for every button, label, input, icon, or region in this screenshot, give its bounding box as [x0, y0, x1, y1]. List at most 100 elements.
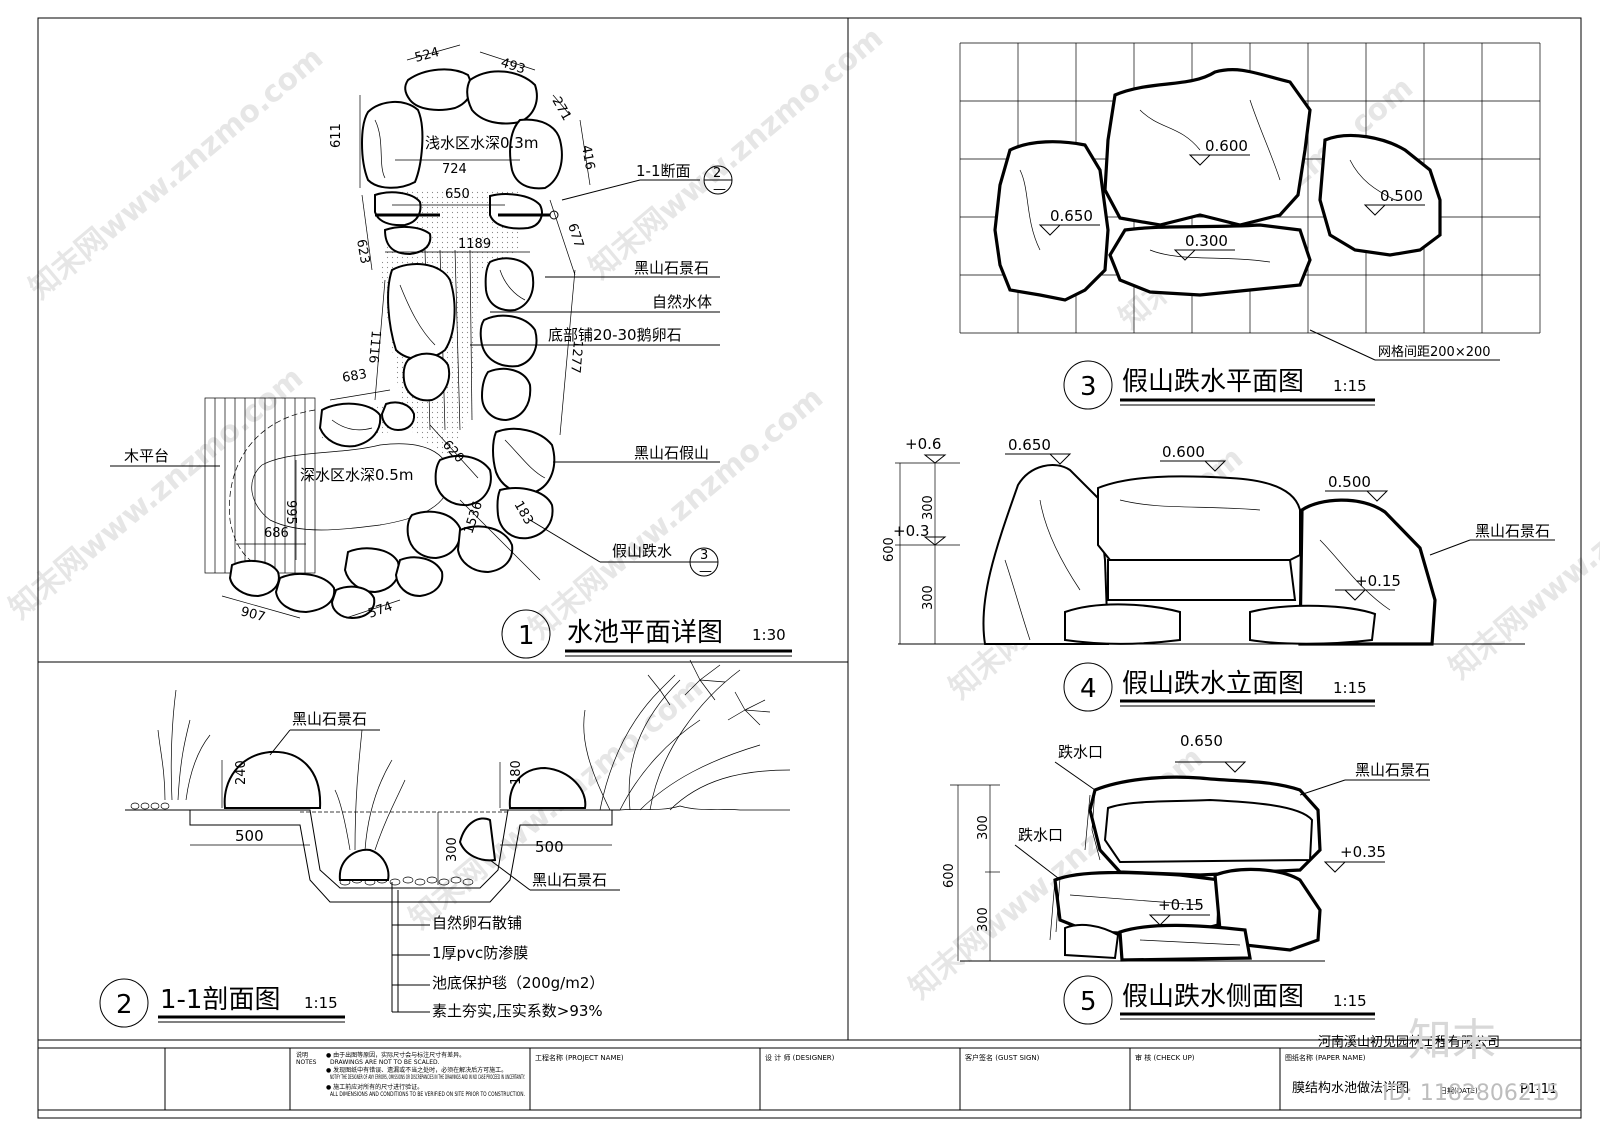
watermark-text: 知末网www.znzmo.com: [23, 40, 330, 306]
drawing-number: 1: [518, 621, 535, 651]
dim-text: 300: [921, 585, 936, 610]
note-line: ● 发现图纸中有错误、遗漏或不当之处时，必须在解决后方可施工。: [326, 1066, 507, 1074]
dimension-lines: [221, 44, 591, 619]
drawing-number: 5: [1080, 987, 1097, 1017]
client-sign-label: 客户签名 (GUST SIGN): [965, 1053, 1040, 1062]
cascade-elevation-drawing: 0.650 0.600 0.500 +0.15 +0.6 +0.3 600 30…: [882, 435, 1555, 712]
cascade-ref-number: 3: [700, 548, 708, 563]
drawing-title: 1-1剖面图: [160, 985, 280, 1015]
deep-zone-outline: [251, 443, 451, 531]
paper-name: 膜结构水池做法详图: [1292, 1081, 1409, 1096]
dim-text: 416: [578, 144, 597, 171]
side-level-06: +0.6: [905, 435, 941, 453]
shallow-zone-label: 浅水区水深0.3m: [425, 134, 538, 152]
dim-text: 300: [445, 837, 460, 862]
dim-text: 611: [329, 123, 344, 148]
side-rock-label: 黑山石景石: [1355, 761, 1430, 779]
section-rock-right-label: 黑山石景石: [532, 871, 607, 889]
section-rock-left: [223, 750, 322, 809]
check-up-label: 审 核 (CHECK UP): [1135, 1053, 1195, 1062]
wood-deck-label: 木平台: [124, 447, 169, 465]
section-rock-right: [508, 766, 587, 809]
natural-water-label: 自然水体: [652, 293, 712, 311]
section-1-1-label: 1-1断面: [636, 162, 691, 180]
level-0500: 0.500: [1328, 473, 1371, 491]
level-0650: 0.650: [1008, 436, 1051, 454]
sheet-number: P1-11: [1520, 1082, 1557, 1097]
outlet-top-label: 跌水口: [1058, 743, 1103, 761]
drawing-number-circle: [99, 978, 149, 1028]
rock-stone-label: 黑山石景石: [634, 259, 709, 277]
layer-pebble-label: 自然卵石散铺: [432, 914, 522, 932]
level-0600: 0.600: [1205, 137, 1248, 155]
rock-detail-lines: [331, 119, 546, 479]
elevation-levels: 0.650 0.600 0.500 +0.15: [1005, 436, 1401, 601]
note-line: NOTIFY THE DESIGNER OF ANY ERRORS, OMISS…: [330, 1074, 525, 1081]
dim-text: 300: [976, 815, 991, 840]
dim-text: 271: [549, 95, 574, 124]
pebble-bed-label: 底部铺20-30鹅卵石: [548, 326, 682, 344]
plan-rock-0650: [993, 140, 1110, 302]
level-0650: 0.650: [1180, 732, 1223, 750]
pond-section-liner: [189, 809, 613, 903]
note-line: ● 由于出图等原因，实际尺寸会与标注尺寸有差异。: [326, 1051, 465, 1059]
date-label: 日期(DATE): [1440, 1087, 1478, 1095]
dim-text: 623: [353, 238, 372, 265]
note-line: ALL DIMENSIONS AND CONDITIONS TO BE VERI…: [330, 1091, 525, 1098]
pond-rocks: [228, 68, 563, 620]
plants-left: [157, 689, 406, 851]
watermark-text: 知末网www.znzmo.com: [523, 380, 830, 646]
dim-text: 677: [564, 222, 586, 250]
elev-rock-0600: [1097, 475, 1301, 561]
level-035: +0.35: [1340, 843, 1386, 861]
watermark-text: 知末网www.znzmo.com: [1443, 420, 1600, 686]
drawing-scale: 1:30: [752, 626, 786, 644]
dim-text: 300: [976, 907, 991, 932]
drawing-scale: 1:15: [1333, 992, 1367, 1010]
drawing-title: 假山跌水立面图: [1122, 669, 1304, 699]
watermark-text: 知末网www.znzmo.com: [583, 20, 890, 286]
deck-edge-dashed: [229, 409, 316, 571]
section-drawing: 500 500 240 180 300 黑山石景石 黑山石景石 自然卵石散铺 1…: [99, 659, 791, 1028]
layer-soil-label: 素土夯实,压实系数>93%: [432, 1002, 603, 1020]
dim-text: 683: [341, 367, 368, 386]
dim-text: 600: [882, 537, 897, 562]
plan-rock-0600: [1103, 68, 1312, 227]
drawing-title: 假山跌水侧面图: [1122, 982, 1304, 1012]
notes-label-en: NOTES: [296, 1059, 317, 1066]
deep-zone-label: 深水区水深0.5m: [300, 466, 413, 484]
dim-text: 1116: [365, 330, 383, 364]
drawing-number: 2: [116, 990, 133, 1020]
dim-text: 1277: [567, 340, 585, 374]
dim-text: 240: [234, 760, 249, 785]
dim-text: 500: [535, 838, 564, 856]
level-015: +0.15: [1158, 896, 1204, 914]
plants-right: [583, 659, 791, 811]
level-0500: 0.500: [1380, 187, 1423, 205]
level-0600: 0.600: [1162, 443, 1205, 461]
section-ref-number: 2: [713, 166, 721, 181]
drawing-title: 假山跌水平面图: [1122, 367, 1304, 397]
elev-rock-label: 黑山石景石: [1475, 522, 1550, 540]
drawing-number-circle: [1063, 662, 1113, 712]
plan-rock-0300: [1108, 223, 1312, 297]
project-name-label: 工程名称 (PROJECT NAME): [535, 1053, 624, 1062]
plan-rock-detail: [1019, 99, 1396, 263]
layer-membrane-label: 1厚pvc防渗膜: [432, 944, 528, 962]
dim-text: 1189: [458, 237, 491, 252]
designer-label: 设 计 师 (DESIGNER): [765, 1053, 835, 1062]
dim-text: 995: [283, 500, 298, 525]
title-block: 说明 NOTES ● 由于出图等原因，实际尺寸会与标注尺寸有差异。 DRAWIN…: [38, 1015, 1581, 1111]
dim-text: 650: [445, 187, 470, 202]
drawing-number-circle: [1063, 975, 1113, 1025]
dim-text: 524: [413, 45, 441, 66]
dim-text: 686: [264, 526, 289, 541]
drawing-title: 水池平面详图: [567, 618, 723, 648]
note-line: ● 施工前应对所有的尺寸进行验证。: [326, 1083, 423, 1091]
drawing-number-circle: [501, 609, 551, 659]
section-rock-left-label: 黑山石景石: [292, 710, 367, 728]
rockery-label: 黑山石假山: [634, 444, 709, 462]
level-015: +0.15: [1355, 572, 1401, 590]
level-0300: 0.300: [1185, 232, 1228, 250]
